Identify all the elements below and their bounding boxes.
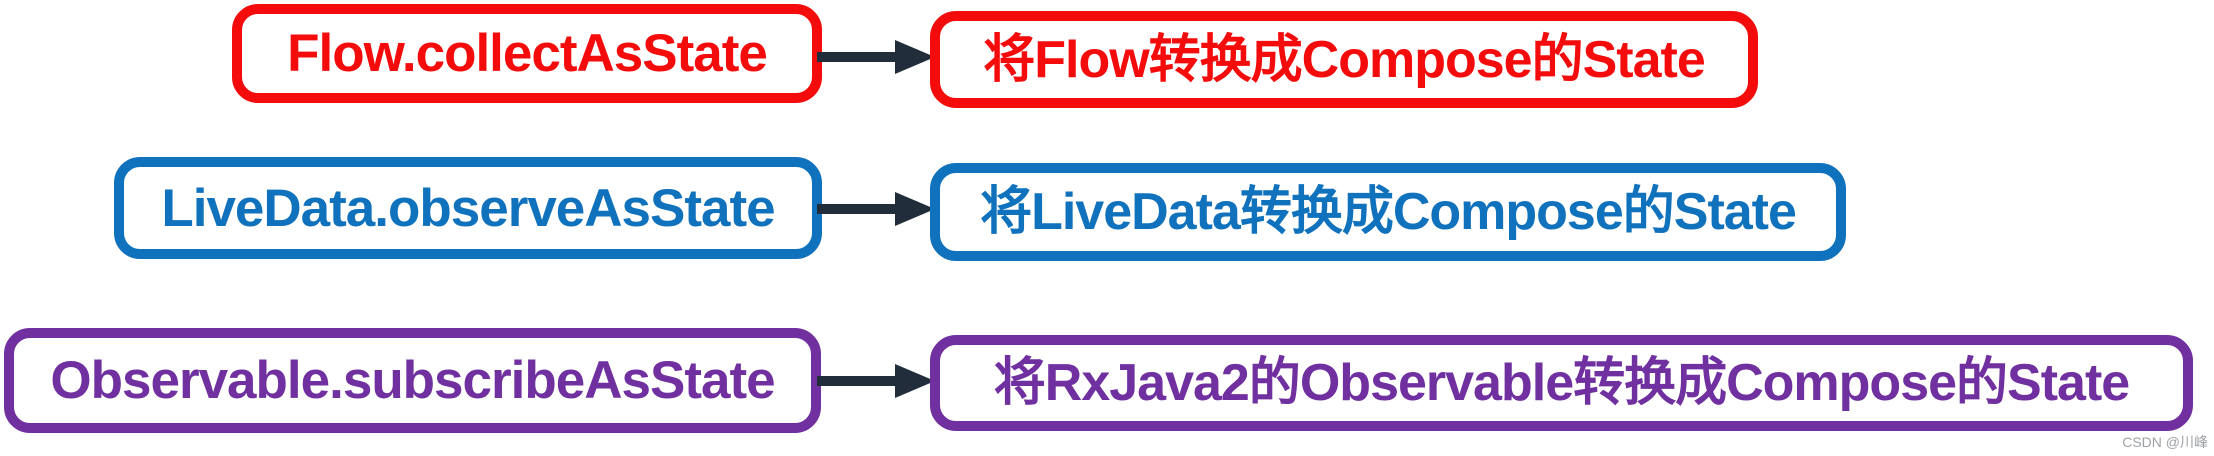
observable-subscribeasstate-label: Observable.subscribeAsState bbox=[50, 351, 775, 410]
arrow-right-icon bbox=[817, 40, 935, 74]
livedata-observeasstate-box: LiveData.observeAsState bbox=[114, 157, 822, 259]
arrow-right-icon bbox=[817, 192, 935, 226]
livedata-observeasstate-label: LiveData.observeAsState bbox=[161, 178, 775, 238]
flow-collectasstate-box: Flow.collectAsState bbox=[232, 4, 822, 103]
observable-description-box: 将RxJava2的Observable转换成Compose的State bbox=[930, 335, 2193, 431]
livedata-description-label: 将LiveData转换成Compose的State bbox=[980, 183, 1797, 241]
flow-description-box: 将Flow转换成Compose的State bbox=[930, 11, 1758, 108]
watermark: CSDN @川峰 bbox=[2122, 434, 2208, 450]
observable-subscribeasstate-box: Observable.subscribeAsState bbox=[4, 328, 821, 433]
flow-collectasstate-label: Flow.collectAsState bbox=[287, 24, 768, 83]
observable-description-label: 将RxJava2的Observable转换成Compose的State bbox=[993, 354, 2130, 412]
arrow-right-icon bbox=[817, 364, 935, 398]
flow-description-label: 将Flow转换成Compose的State bbox=[983, 30, 1705, 89]
livedata-description-box: 将LiveData转换成Compose的State bbox=[930, 163, 1846, 261]
